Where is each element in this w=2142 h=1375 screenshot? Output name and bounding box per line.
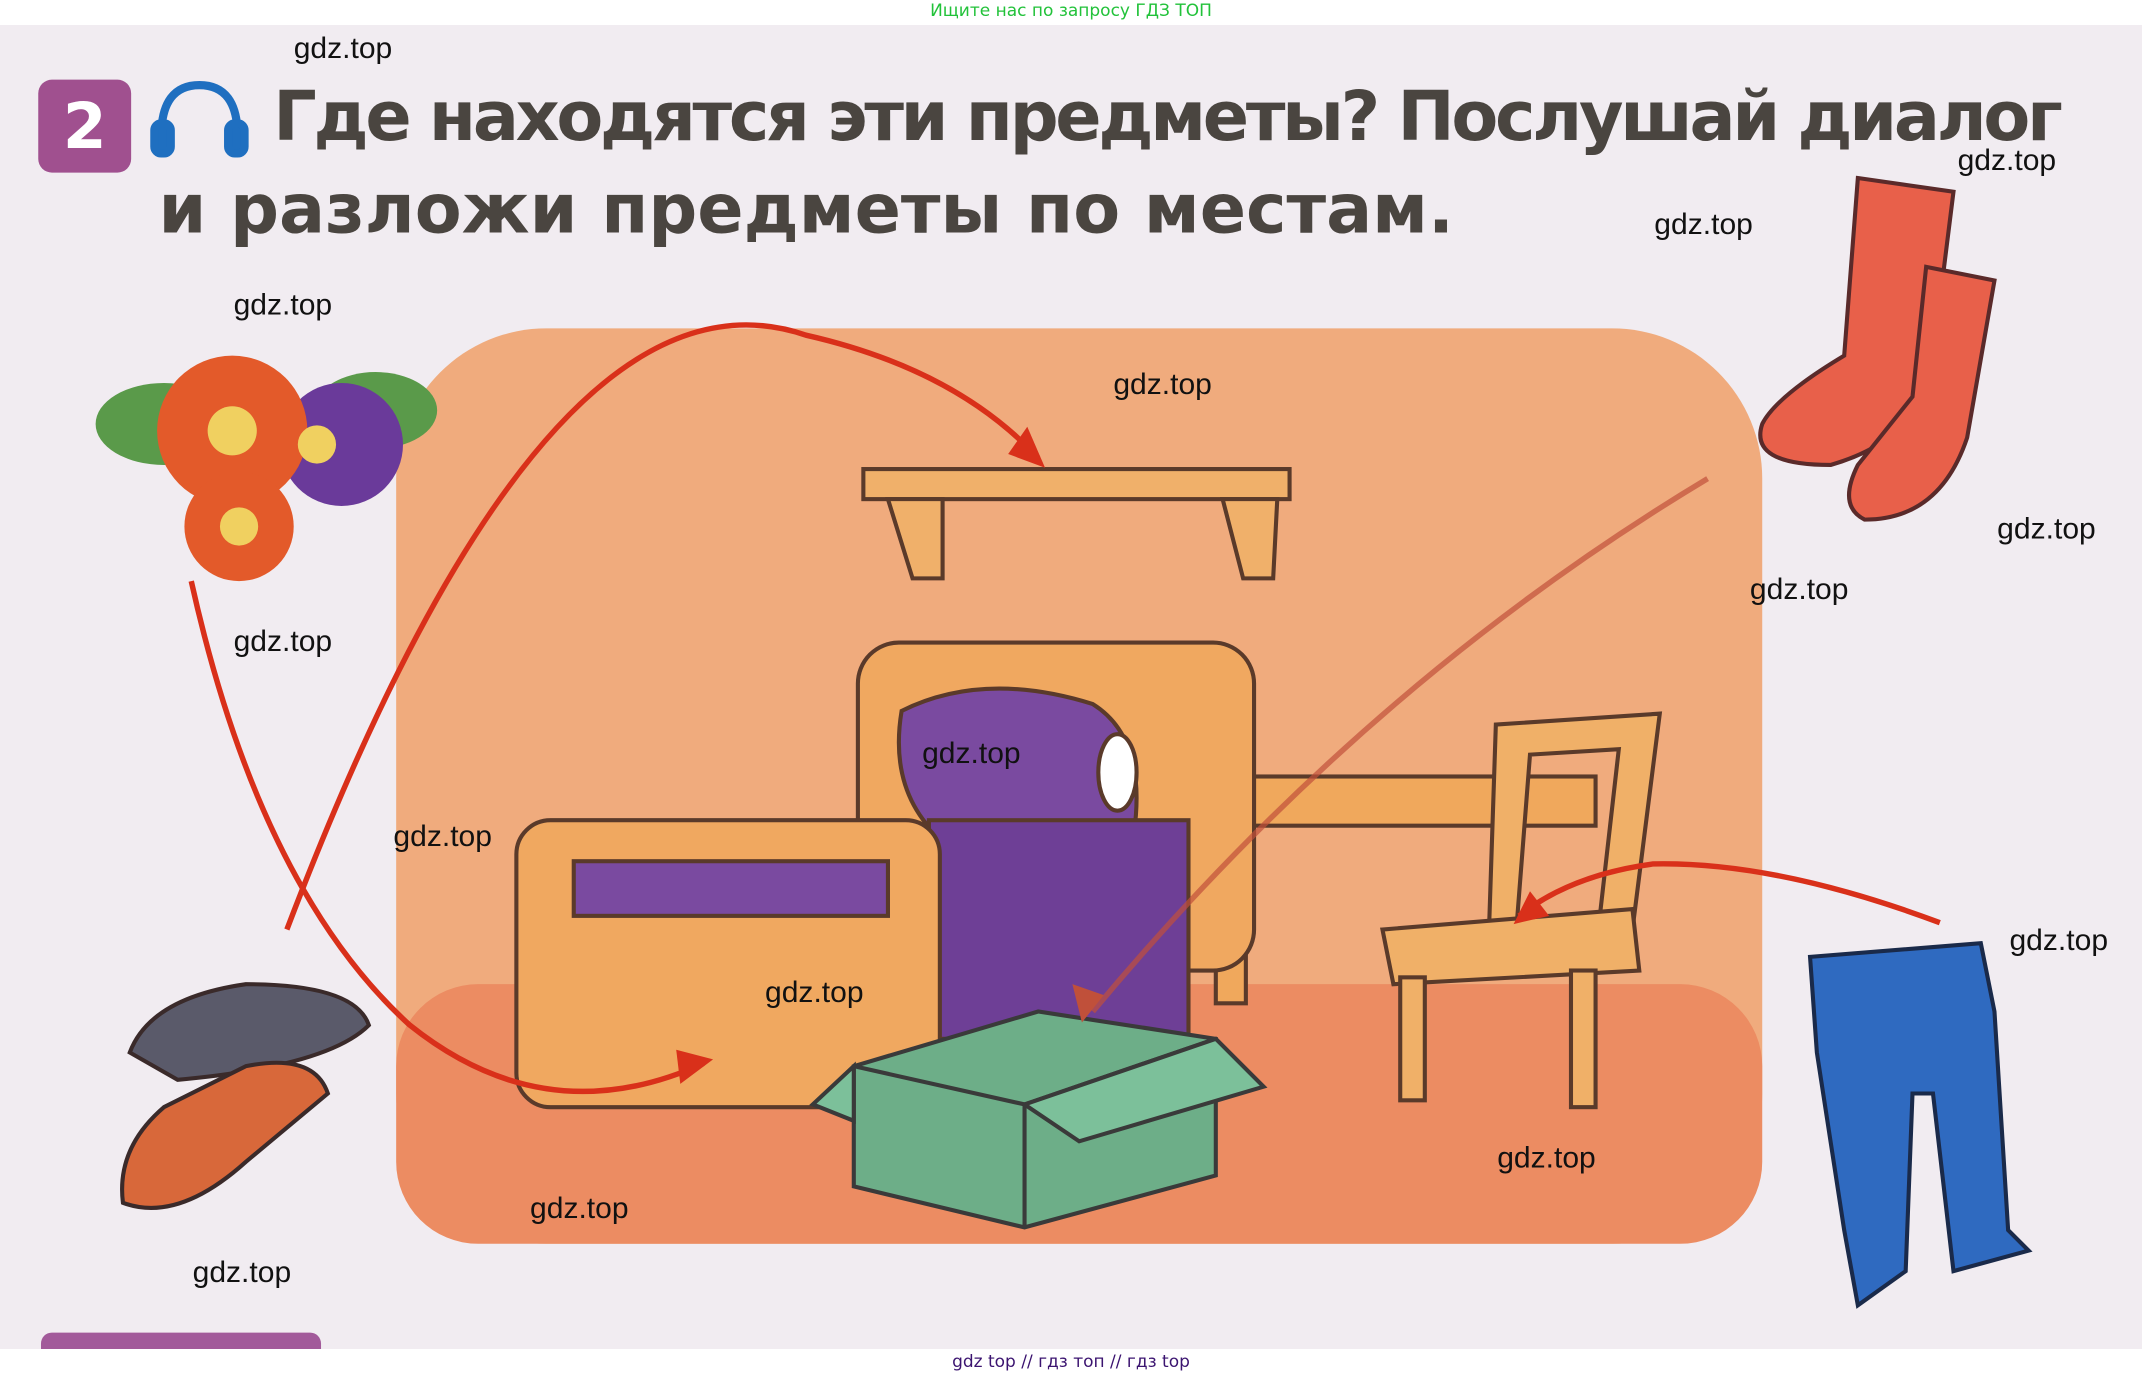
watermark: gdz.top bbox=[1113, 368, 1212, 401]
exercise-title-line1: Где находятся эти предметы? Послушай диа… bbox=[273, 78, 2063, 157]
watermarks: gdz.top gdz.top gdz.top gdz.top gdz.top … bbox=[193, 32, 2108, 1289]
textbook-page: 2 Где находятся эти предметы? Послушай д… bbox=[0, 25, 2142, 1349]
watermark: gdz.top bbox=[922, 737, 1021, 770]
watermark: gdz.top bbox=[765, 976, 864, 1009]
bottom-banner: gdz top // гдз топ // гдз top bbox=[0, 1349, 2142, 1375]
jeans bbox=[1807, 941, 2033, 1309]
watermark: gdz.top bbox=[193, 1256, 292, 1289]
shelf bbox=[861, 467, 1292, 581]
watermark: gdz.top bbox=[530, 1192, 629, 1225]
watermark: gdz.top bbox=[1654, 208, 1753, 241]
next-section-badge bbox=[40, 1332, 322, 1349]
watermark: gdz.top bbox=[1997, 513, 2096, 546]
exercise-illustration: 2 Где находятся эти предметы? Послушай д… bbox=[0, 25, 2142, 1349]
placement-arrows bbox=[188, 322, 1941, 1095]
chair bbox=[1380, 711, 1663, 1110]
exercise-title-line2: и разложи предметы по местам. bbox=[158, 171, 1453, 250]
shoe bbox=[120, 982, 372, 1210]
flowers bbox=[95, 355, 438, 582]
arrowheads bbox=[676, 426, 1550, 1084]
headphones-icon bbox=[150, 81, 249, 158]
top-banner: Ищите нас по запросу ГДЗ ТОП bbox=[0, 0, 2142, 25]
watermark: gdz.top bbox=[1958, 144, 2057, 177]
watermark: gdz.top bbox=[234, 289, 333, 322]
watermark: gdz.top bbox=[294, 32, 393, 65]
cardboard-box bbox=[809, 1009, 1268, 1230]
watermark: gdz.top bbox=[1497, 1141, 1596, 1174]
watermark: gdz.top bbox=[393, 820, 492, 853]
watermark: gdz.top bbox=[234, 625, 333, 658]
socks bbox=[1758, 175, 1997, 522]
watermark: gdz.top bbox=[1750, 573, 1849, 606]
watermark: gdz.top bbox=[2009, 924, 2108, 957]
exercise-number-badge: 2 bbox=[38, 79, 132, 173]
exercise-number: 2 bbox=[63, 90, 107, 163]
bed bbox=[514, 640, 1257, 1110]
